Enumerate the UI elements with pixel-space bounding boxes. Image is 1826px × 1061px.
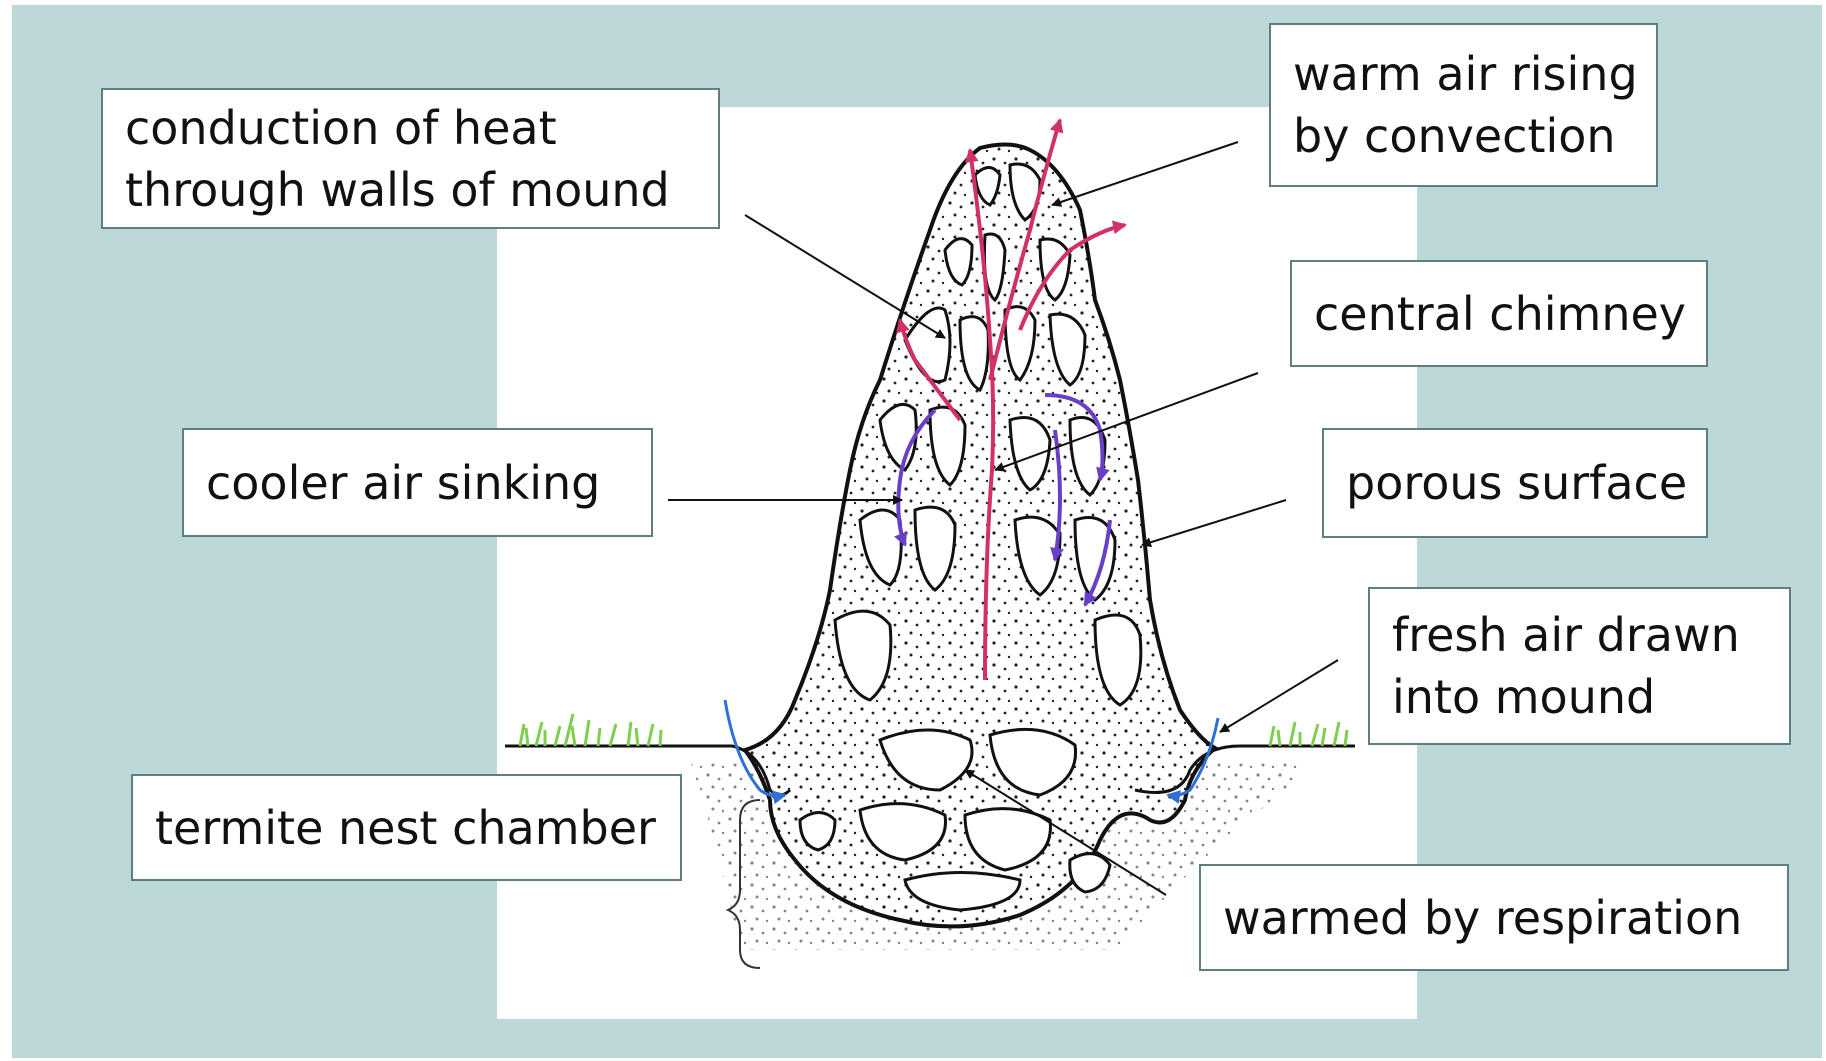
- leader-warm-air: [1052, 142, 1238, 205]
- label-central-chimney: central chimney: [1290, 260, 1708, 367]
- label-porous-surface-text: porous surface: [1346, 452, 1684, 514]
- label-conduction: conduction of heat through walls of moun…: [101, 88, 720, 229]
- leader-porous-surface: [1142, 500, 1286, 545]
- label-conduction-line1: conduction of heat: [125, 97, 696, 159]
- label-porous-surface: porous surface: [1322, 428, 1708, 538]
- label-warm-air-line2: by convection: [1293, 105, 1634, 167]
- mound-outline: [745, 144, 1215, 926]
- label-warm-air: warm air rising by convection: [1269, 23, 1658, 187]
- label-warmed-text: warmed by respiration: [1223, 887, 1765, 949]
- label-cooler-air-text: cooler air sinking: [206, 452, 629, 514]
- grass-right: [1270, 722, 1347, 746]
- label-cooler-air: cooler air sinking: [182, 428, 653, 537]
- label-warm-air-line1: warm air rising: [1293, 43, 1634, 105]
- label-fresh-air-line2: into mound: [1392, 666, 1767, 728]
- label-central-chimney-text: central chimney: [1314, 283, 1684, 345]
- label-termite-nest-text: termite nest chamber: [155, 797, 658, 859]
- label-fresh-air: fresh air drawn into mound: [1368, 587, 1791, 745]
- label-fresh-air-line1: fresh air drawn: [1392, 604, 1767, 666]
- label-termite-nest: termite nest chamber: [131, 774, 682, 881]
- leader-fresh-air: [1220, 660, 1338, 732]
- label-conduction-line2: through walls of mound: [125, 159, 696, 221]
- grass-left: [520, 714, 661, 746]
- label-warmed: warmed by respiration: [1199, 864, 1789, 971]
